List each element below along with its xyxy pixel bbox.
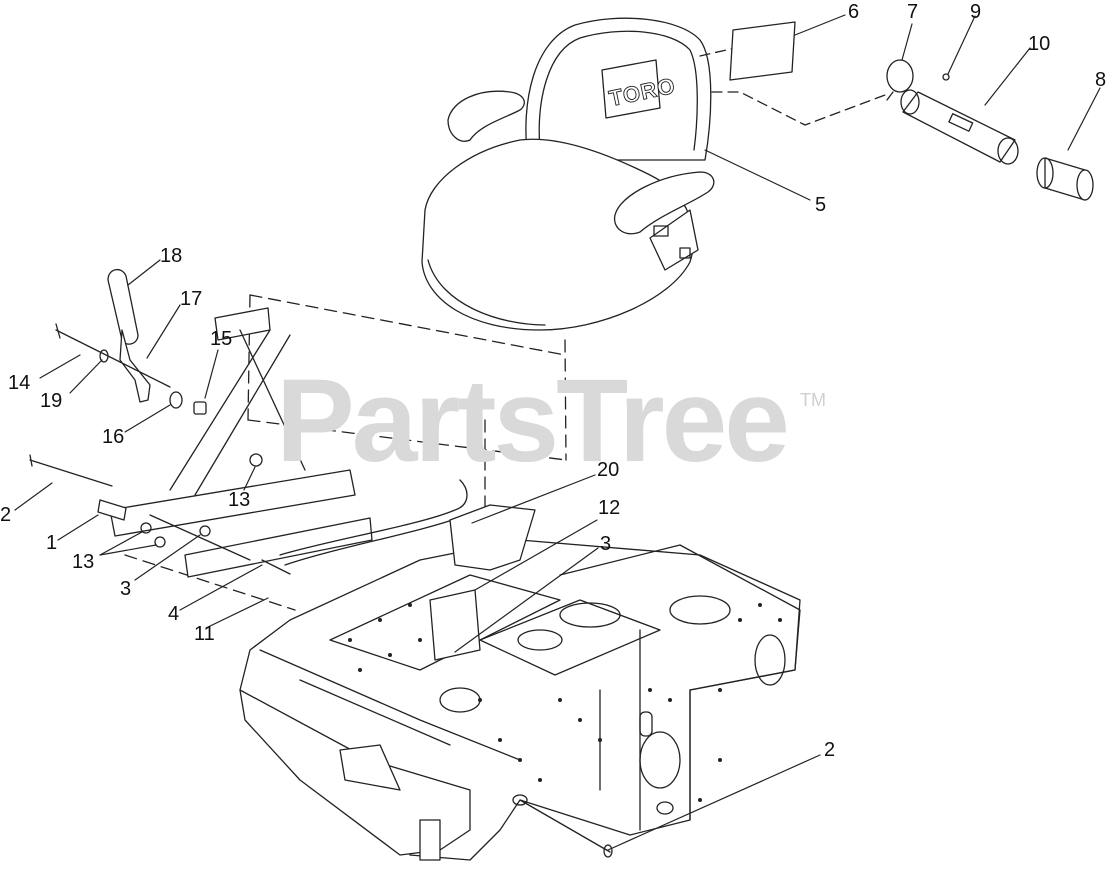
decal-part — [729, 21, 796, 81]
callout-5: 5 — [815, 194, 827, 216]
clamp-part — [886, 59, 914, 101]
seat-mount-frame — [109, 307, 373, 578]
callout-14: 14 — [8, 372, 31, 394]
callout-2-right: 2 — [824, 739, 836, 761]
callout-17: 17 — [180, 288, 203, 310]
callout-9: 9 — [970, 1, 982, 23]
callout-18: 18 — [160, 245, 183, 267]
callout-3-right: 3 — [600, 533, 612, 555]
leader-lines — [14, 14, 1101, 851]
chassis-frame — [239, 504, 801, 861]
seat-alignment-lines — [699, 47, 886, 126]
watermark-tm: TM — [800, 390, 826, 410]
callout-1: 1 — [46, 532, 58, 554]
nut-part — [154, 536, 166, 548]
nut-part — [249, 453, 263, 467]
bolt-part — [519, 799, 611, 853]
bolt-part — [261, 559, 291, 575]
callout-19: 19 — [40, 390, 63, 412]
callout-13-upper: 13 — [228, 489, 251, 511]
lever-assembly — [55, 269, 207, 415]
callout-12: 12 — [598, 497, 621, 519]
callout-3-left: 3 — [120, 578, 132, 600]
callout-4: 4 — [168, 603, 180, 625]
bolt-part — [29, 459, 113, 487]
tube-part — [900, 89, 1019, 165]
callout-8: 8 — [1095, 69, 1107, 91]
callout-15: 15 — [210, 328, 233, 350]
callout-20: 20 — [597, 459, 620, 481]
screw-part — [942, 73, 950, 81]
callout-11: 11 — [194, 623, 215, 645]
callout-6: 6 — [848, 1, 860, 23]
seat — [421, 17, 715, 331]
rod-part — [279, 479, 468, 556]
callout-7: 7 — [907, 1, 919, 23]
nut-part — [140, 522, 152, 534]
spacer-part — [97, 499, 127, 521]
nut-part — [199, 525, 211, 537]
callout-2-left: 2 — [0, 504, 12, 526]
cap-part — [1036, 157, 1094, 201]
callout-16: 16 — [102, 426, 125, 448]
watermark-brand: PartsTree — [276, 355, 790, 487]
callout-10: 10 — [1028, 33, 1051, 55]
callout-13-lower: 13 — [72, 551, 95, 573]
